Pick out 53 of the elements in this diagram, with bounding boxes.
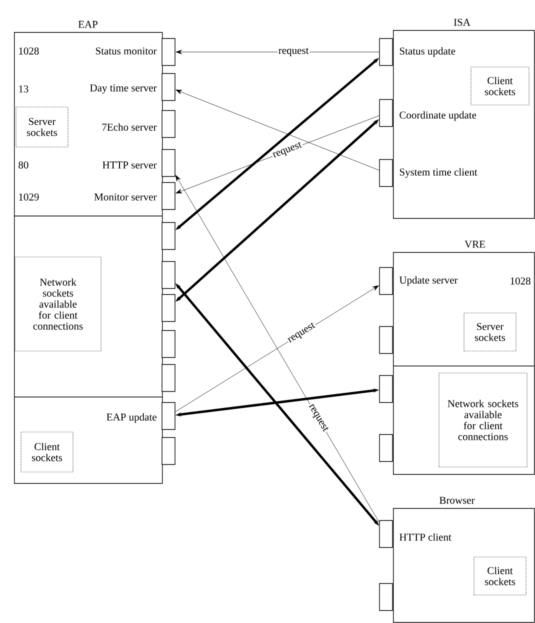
socket-box <box>379 375 393 403</box>
socket-box <box>162 73 176 101</box>
socket-box <box>379 520 393 548</box>
service-label: EAP update <box>106 413 156 423</box>
arrow <box>175 285 379 412</box>
socket-box <box>379 583 393 611</box>
socket-box <box>162 38 176 66</box>
socket-box <box>162 402 176 430</box>
port-number: 80 <box>18 161 28 169</box>
socket-box <box>379 99 393 127</box>
edge-label: request <box>278 47 310 57</box>
port-number: 1029 <box>19 193 39 201</box>
socket-group-box: Client sockets <box>20 432 74 472</box>
socket-box <box>162 182 176 210</box>
service-label: 7Echo server <box>102 123 157 131</box>
socket-group-box: Network sockets available for client connections <box>438 372 528 468</box>
socket-group-box: Client sockets <box>470 66 530 106</box>
port-number: 1028 <box>510 277 530 285</box>
service-label: System time client <box>400 168 478 178</box>
service-label: HTTP client <box>400 533 452 541</box>
service-label: Day time server <box>90 84 157 94</box>
socket-group-box: Network sockets available for client connections <box>14 256 102 352</box>
service-label: Status update <box>400 47 456 57</box>
arrow <box>175 174 380 523</box>
service-label: Coordinate update <box>400 111 476 121</box>
panel-heading: EAP <box>78 20 98 28</box>
arrow <box>176 90 380 170</box>
panel-heading: Browser <box>440 496 475 504</box>
service-label: Update server <box>399 276 458 286</box>
socket-box <box>379 267 393 295</box>
edge-label: request <box>270 140 304 161</box>
socket-box <box>162 222 176 250</box>
socket-box <box>379 326 393 354</box>
socket-box <box>162 149 176 177</box>
service-label: HTTP server <box>102 162 157 168</box>
port-number: 13 <box>19 85 28 93</box>
socket-box <box>379 434 393 462</box>
socket-box <box>162 330 176 358</box>
socket-group-box: Server sockets <box>16 106 68 148</box>
panel-heading: ISA <box>454 18 470 26</box>
socket-box <box>162 261 176 289</box>
socket-box <box>162 364 176 392</box>
socket-group-box: Server sockets <box>464 312 516 352</box>
port-number: 1028 <box>19 47 39 55</box>
socket-group-box: Client sockets <box>474 556 526 596</box>
panel-heading: VRE <box>464 240 485 248</box>
socket-box <box>162 294 176 322</box>
socket-box <box>162 437 176 465</box>
socket-box <box>379 159 393 187</box>
service-label: Monitor server <box>94 193 157 201</box>
service-label: Status monitor <box>96 47 157 55</box>
socket-box <box>162 110 176 138</box>
socket-box <box>379 38 393 66</box>
